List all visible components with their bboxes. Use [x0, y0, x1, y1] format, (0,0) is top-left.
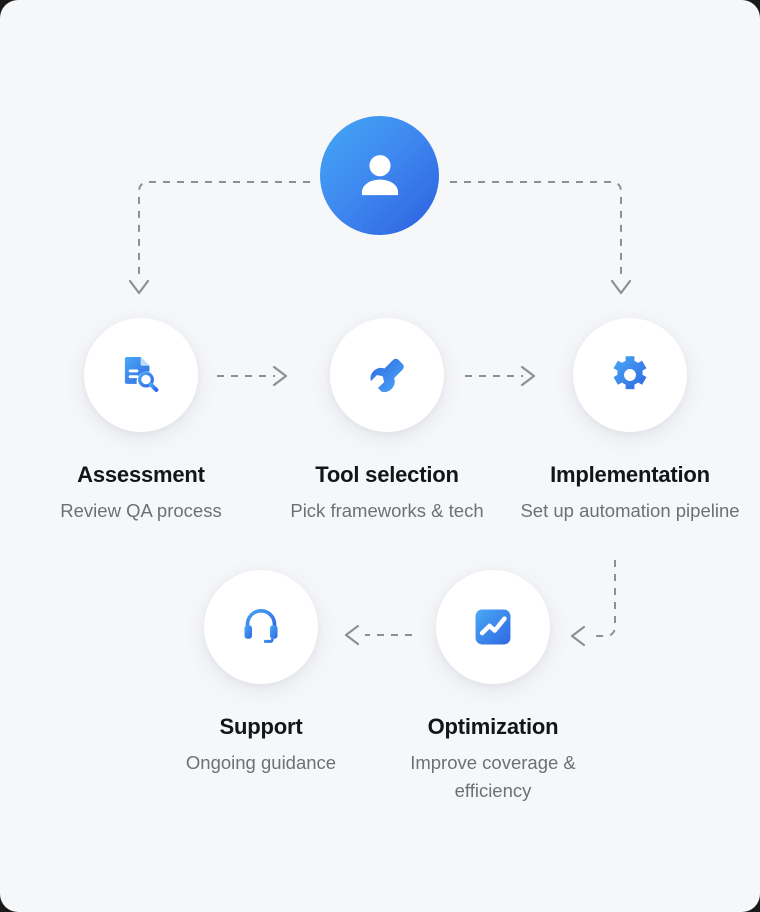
arrowhead-down-right	[610, 279, 632, 295]
gear-icon	[607, 352, 653, 398]
step-optimization[interactable]: Optimization Improve coverage & efficien…	[378, 570, 608, 805]
connector-root-to-implementation	[450, 181, 622, 278]
step-optimization-bubble[interactable]	[436, 570, 550, 684]
document-search-icon	[118, 352, 164, 398]
step-support-title: Support	[219, 714, 303, 739]
step-assessment-title: Assessment	[77, 462, 205, 487]
step-support[interactable]: Support Ongoing guidance	[146, 570, 376, 777]
user-avatar-icon	[349, 145, 411, 207]
line-chart-icon	[470, 604, 516, 650]
arrowhead-down-left	[128, 279, 150, 295]
step-tool-selection[interactable]: Tool selection Pick frameworks & tech	[272, 318, 502, 525]
connector-root-to-assessment	[138, 181, 310, 278]
step-optimization-title: Optimization	[427, 714, 559, 739]
step-tool-selection-title: Tool selection	[315, 462, 459, 487]
step-assessment-desc: Review QA process	[60, 500, 222, 522]
step-tool-selection-desc: Pick frameworks & tech	[290, 500, 484, 522]
step-tool-selection-bubble[interactable]	[330, 318, 444, 432]
step-assessment-bubble[interactable]	[84, 318, 198, 432]
step-implementation[interactable]: Implementation Set up automation pipelin…	[515, 318, 745, 525]
wrench-icon	[364, 352, 410, 398]
root-user-avatar[interactable]	[320, 116, 439, 235]
step-implementation-bubble[interactable]	[573, 318, 687, 432]
headset-icon	[238, 604, 284, 650]
step-support-desc: Ongoing guidance	[185, 752, 337, 774]
step-implementation-desc: Set up automation pipeline	[520, 500, 740, 522]
step-support-bubble[interactable]	[204, 570, 318, 684]
step-assessment[interactable]: Assessment Review QA process	[26, 318, 256, 525]
step-optimization-desc: Improve coverage & efficiency	[410, 752, 576, 802]
step-implementation-title: Implementation	[550, 462, 710, 487]
